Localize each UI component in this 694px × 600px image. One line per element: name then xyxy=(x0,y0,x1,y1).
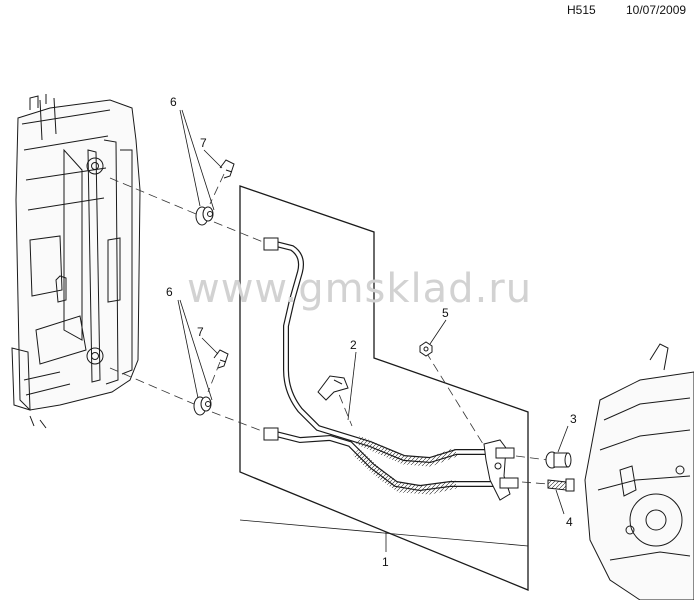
connector-seal xyxy=(545,451,572,469)
lower-cooler-line xyxy=(263,427,510,495)
diagram-date: 10/07/2009 xyxy=(626,3,687,17)
bolt xyxy=(547,478,575,492)
line-fitting-bracket xyxy=(483,439,519,501)
retaining-clip-upper xyxy=(219,159,235,179)
callout-6-upper: 6 xyxy=(170,95,177,109)
callout-6-lower: 6 xyxy=(166,285,173,299)
radiator-fitting-upper xyxy=(195,206,214,226)
radiator-fitting-lower xyxy=(193,396,212,416)
radiator-assembly xyxy=(11,94,141,429)
retaining-clip-lower xyxy=(213,349,229,369)
hose-clip xyxy=(317,375,349,401)
transmission-housing xyxy=(584,343,694,600)
cooler-line-panel xyxy=(239,185,529,591)
callout-7-upper: 7 xyxy=(200,136,207,150)
diagram-code: H515 xyxy=(567,3,596,17)
watermark: www.gmsklad.ru xyxy=(187,266,532,312)
callout-leaders xyxy=(177,109,569,552)
callout-3: 3 xyxy=(570,412,577,426)
upper-cooler-line xyxy=(263,237,488,467)
callout-5: 5 xyxy=(442,306,449,320)
callout-7-lower: 7 xyxy=(197,325,204,339)
nut xyxy=(419,341,433,357)
callout-4: 4 xyxy=(566,515,573,529)
callout-1: 1 xyxy=(382,555,389,569)
callout-2: 2 xyxy=(350,338,357,352)
